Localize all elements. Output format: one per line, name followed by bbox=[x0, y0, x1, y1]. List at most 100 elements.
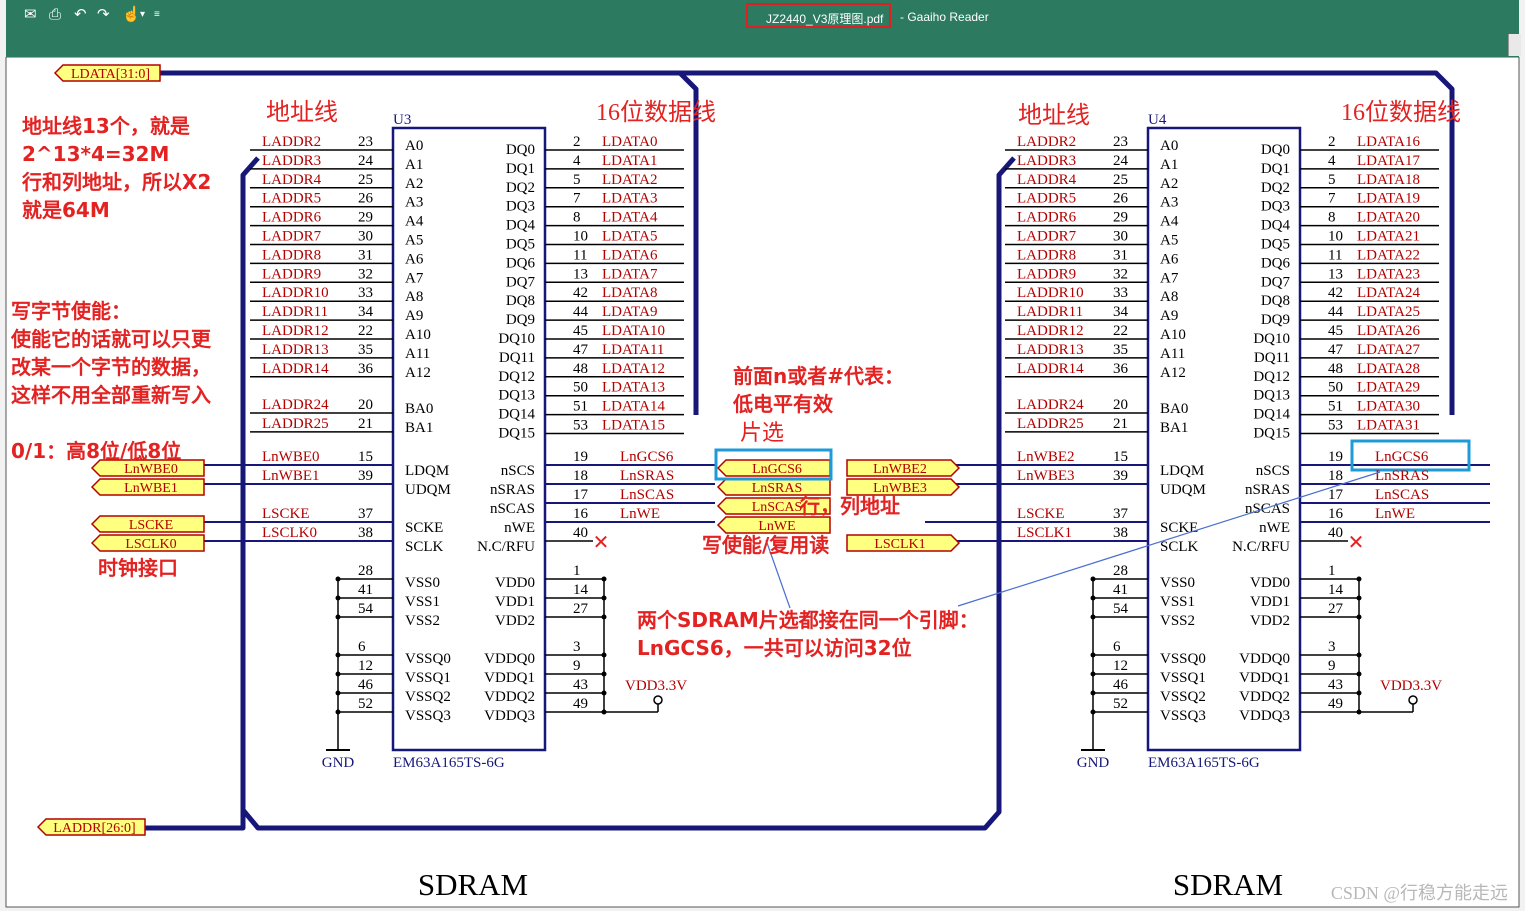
net-U4-LDATA24: LDATA24 bbox=[1357, 285, 1420, 301]
pin-name-U4-SCLK: SCLK bbox=[1160, 539, 1199, 555]
port-lnwbe3-shape bbox=[846, 478, 961, 496]
port-lnwbe1-shape bbox=[90, 478, 205, 496]
pin-name-U3-DQ2: DQ2 bbox=[506, 180, 535, 196]
anno-wbe-note-0: 写字节使能： bbox=[11, 299, 131, 323]
pin-name-U4-A9: A9 bbox=[1160, 308, 1178, 324]
net-U3-LDATA14: LDATA14 bbox=[602, 399, 665, 415]
pin-num-U3-d14: 51 bbox=[573, 399, 588, 415]
pin-name-U4-DQ3: DQ3 bbox=[1261, 199, 1290, 215]
anno-cs-note: 片选 bbox=[740, 420, 784, 445]
pin-num-U4-a0: 23 bbox=[1113, 134, 1128, 150]
dropdown-icon[interactable]: ▾ bbox=[140, 9, 146, 20]
net-U4-LDATA22: LDATA22 bbox=[1357, 247, 1420, 263]
net-U4-LDATA16: LDATA16 bbox=[1357, 134, 1420, 150]
undo-icon[interactable]: ↶ bbox=[74, 6, 87, 23]
pin-name-U3-VDDQ1: VDDQ1 bbox=[484, 670, 535, 686]
pin-num-U3-a2: 25 bbox=[358, 172, 373, 188]
net-U4-LDATA27: LDATA27 bbox=[1357, 342, 1420, 358]
net-U3-ctrl-LnWBE1: LnWBE1 bbox=[262, 468, 320, 484]
port-lnwbe0-shape bbox=[90, 459, 205, 477]
pin-num-U3-vss3: 6 bbox=[358, 639, 366, 655]
pin-name-U3-A8: A8 bbox=[405, 289, 423, 305]
pin-num-U3-d6: 11 bbox=[573, 247, 587, 263]
pin-num-U3-d8: 42 bbox=[573, 285, 588, 301]
pin-name-U3-VSSQ2: VSSQ2 bbox=[405, 689, 451, 705]
anno-byte-note: 0/1：高8位/低8位 bbox=[11, 439, 181, 463]
hand-tool-icon[interactable]: ☝ bbox=[122, 6, 141, 23]
window-title-filename: JZ2440_V3原理图.pdf bbox=[766, 12, 884, 26]
pin-name-U4-nSCS: nSCS bbox=[1256, 463, 1290, 479]
pin-name-U4-DQ8: DQ8 bbox=[1261, 293, 1290, 309]
pin-name-U3-A5: A5 bbox=[405, 233, 423, 249]
pin-name-U3-A0: A0 bbox=[405, 138, 423, 154]
pin-name-U4-DQ7: DQ7 bbox=[1261, 274, 1291, 290]
net-U3-LADDR9: LADDR9 bbox=[262, 266, 321, 282]
pin-num-U3-d7: 13 bbox=[573, 266, 588, 282]
pin-name-U4-DQ0: DQ0 bbox=[1261, 142, 1290, 158]
pin-num-U3-a12: 36 bbox=[358, 361, 374, 377]
net-U4-LDATA25: LDATA25 bbox=[1357, 304, 1420, 320]
pin-num-U4-a1: 24 bbox=[1113, 153, 1129, 169]
pin-name-U4-VSSQ3: VSSQ3 bbox=[1160, 708, 1206, 724]
pin-num-U3-vdd6: 49 bbox=[573, 696, 588, 712]
pin-name-U3-VDDQ2: VDDQ2 bbox=[484, 689, 535, 705]
net-U4-LADDR10: LADDR10 bbox=[1017, 285, 1084, 301]
pin-name-U4-A7: A7 bbox=[1160, 270, 1179, 286]
pin-name-U4-VSS2: VSS2 bbox=[1160, 613, 1195, 629]
pin-num-U3-d2: 5 bbox=[573, 172, 581, 188]
pin-num-U4-vdd1: 14 bbox=[1328, 582, 1344, 598]
pin-num-U3-d15: 53 bbox=[573, 418, 588, 434]
net-U4-LADDR25: LADDR25 bbox=[1017, 416, 1084, 432]
pin-num-U4-d3: 7 bbox=[1328, 191, 1336, 207]
port-lnwbe1: LnWBE1 bbox=[124, 481, 178, 496]
pin-num-U4-a4: 29 bbox=[1113, 210, 1128, 226]
pin-name-U3-DQ7: DQ7 bbox=[506, 274, 536, 290]
net-U4-LDATA20: LDATA20 bbox=[1357, 210, 1420, 226]
net-U3-LADDR2: LADDR2 bbox=[262, 134, 321, 150]
customize-icon[interactable]: ≡ bbox=[154, 9, 160, 20]
pin-num-U4-cl1: 39 bbox=[1113, 468, 1128, 484]
mail-icon[interactable]: ✉ bbox=[24, 6, 37, 23]
pin-num-U4-d15: 53 bbox=[1328, 418, 1343, 434]
pin-num-U3-d12: 48 bbox=[573, 361, 588, 377]
pin-num-U4-d9: 44 bbox=[1328, 304, 1344, 320]
port-lsclk1: LSCLK1 bbox=[874, 537, 925, 552]
pin-name-U4-VSSQ0: VSSQ0 bbox=[1160, 651, 1206, 667]
pin-name-U3-A1: A1 bbox=[405, 157, 423, 173]
pin-num-U4-vss1: 41 bbox=[1113, 582, 1128, 598]
pin-num-U3-a0: 23 bbox=[358, 134, 373, 150]
print-icon[interactable]: ⎙ bbox=[49, 6, 62, 23]
net-U3-LADDR25: LADDR25 bbox=[262, 416, 329, 432]
pin-name-U4-A6: A6 bbox=[1160, 251, 1179, 267]
port-laddr-bus-shape bbox=[36, 818, 146, 836]
pin-num-U4-a5: 30 bbox=[1113, 229, 1128, 245]
port-lsclk1-shape bbox=[846, 534, 961, 552]
net-U3-LDATA10: LDATA10 bbox=[602, 323, 665, 339]
net-U3-LDATA6: LDATA6 bbox=[602, 247, 658, 263]
pin-num-U3-d3: 7 bbox=[573, 191, 581, 207]
pin-name-U4-A5: A5 bbox=[1160, 233, 1178, 249]
ribbon-collapse-tab[interactable] bbox=[1508, 34, 1521, 56]
net-U4-LDATA29: LDATA29 bbox=[1357, 380, 1420, 396]
net-U3-LDATA7: LDATA7 bbox=[602, 266, 658, 282]
pin-name-U4-DQ15: DQ15 bbox=[1253, 426, 1290, 442]
pin-num-U3-d10: 45 bbox=[573, 323, 588, 339]
pin-name-U3-VDD1: VDD1 bbox=[495, 594, 535, 610]
arrow-cs6-left bbox=[765, 539, 791, 609]
pin-name-U4-SCKE: SCKE bbox=[1160, 520, 1198, 536]
pin-name-U3-DQ9: DQ9 bbox=[506, 312, 535, 328]
net-U4-ctrl-LnWBE2: LnWBE2 bbox=[1017, 449, 1075, 465]
pin-num-U4-a3: 26 bbox=[1113, 191, 1129, 207]
pin-name-U3-SCLK: SCLK bbox=[405, 539, 444, 555]
pin-num-U4-ba0: 20 bbox=[1113, 397, 1128, 413]
pin-name-U3-A4: A4 bbox=[405, 214, 424, 230]
net-U4-ctrl-LSCKE: LSCKE bbox=[1017, 506, 1065, 522]
redo-icon[interactable]: ↷ bbox=[97, 6, 110, 23]
net-U4-LDATA19: LDATA19 bbox=[1357, 191, 1420, 207]
net-U3-ctrl-LSCLK0: LSCLK0 bbox=[262, 525, 317, 541]
net-U3-ctrl-LnWBE0: LnWBE0 bbox=[262, 449, 320, 465]
net-U4-ctrl-LnSCAS: LnSCAS bbox=[1375, 487, 1429, 503]
pin-num-U3-cr2: 17 bbox=[573, 487, 589, 503]
pin-name-U4-N.C/RFU: N.C/RFU bbox=[1232, 539, 1290, 555]
